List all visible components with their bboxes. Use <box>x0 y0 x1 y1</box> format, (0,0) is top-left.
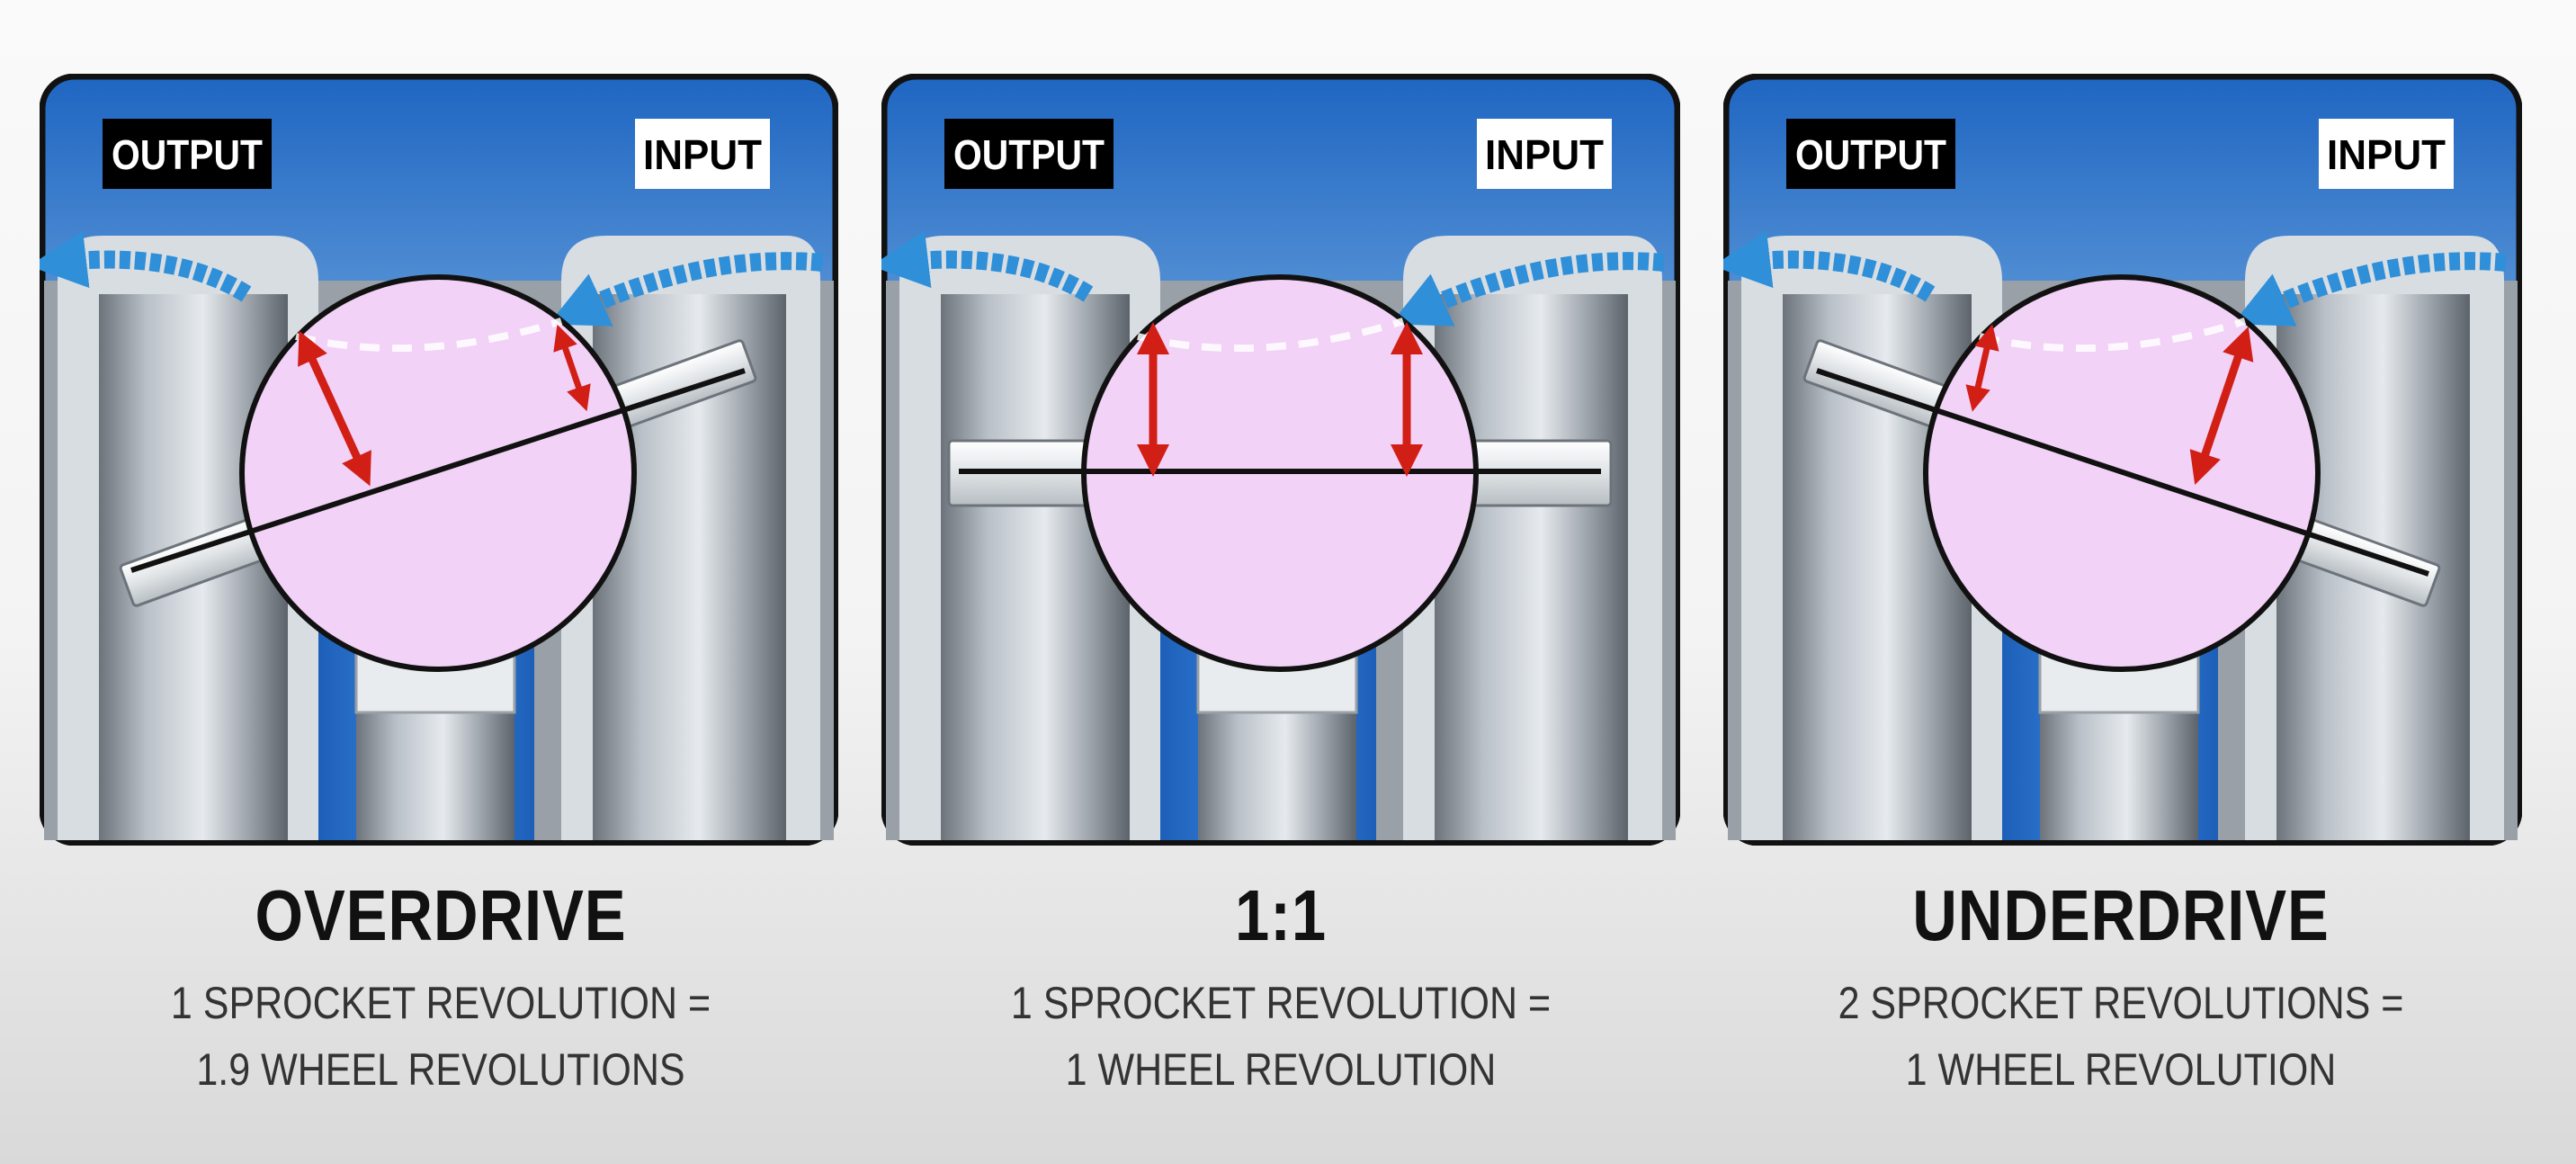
output-label: OUTPUT <box>1795 131 1946 178</box>
output-label-box <box>944 119 1114 189</box>
input-flow-arrow <box>1390 252 1665 327</box>
output-label: OUTPUT <box>112 131 263 178</box>
underdrive-panel: OUTPUT INPUT <box>1723 74 2522 846</box>
input-contact-arrow <box>553 324 591 412</box>
output-label: OUTPUT <box>953 131 1105 178</box>
input-label-box <box>2319 119 2454 189</box>
one-to-one-panel: OUTPUT INPUT <box>881 74 1680 846</box>
input-flow-arrow <box>2232 252 2507 327</box>
one-to-one-caption: 1 SPROCKET REVOLUTION = 1 WHEEL REVOLUTI… <box>917 970 1644 1103</box>
overdrive-caption-line2: 1.9 WHEEL REVOLUTIONS <box>196 1044 685 1095</box>
input-contact-arrow <box>2189 326 2254 486</box>
input-label-box <box>1477 119 1612 189</box>
tilt-axis <box>130 368 746 573</box>
underdrive-title: UNDERDRIVE <box>1912 875 2330 955</box>
underdrive-diagram: OUTPUT INPUT <box>1723 74 2522 846</box>
output-flow-arrow <box>1723 230 1936 302</box>
overdrive-diagram: OUTPUT INPUT <box>40 74 838 846</box>
underdrive-caption-line1: 2 SPROCKET REVOLUTIONS = <box>1838 978 2404 1028</box>
input-label-box <box>635 119 770 189</box>
input-label: INPUT <box>1485 131 1604 178</box>
one-to-one-caption-line1: 1 SPROCKET REVOLUTION = <box>1010 978 1552 1028</box>
output-label-box <box>103 119 272 189</box>
output-cylinder <box>941 294 1130 840</box>
output-flow-arrow <box>881 230 1094 302</box>
underdrive-caption: 2 SPROCKET REVOLUTIONS = 1 WHEEL REVOLUT… <box>1758 970 2484 1103</box>
output-contact-arrow <box>298 330 371 487</box>
input-label: INPUT <box>643 131 762 178</box>
one-to-one-caption-line2: 1 WHEEL REVOLUTION <box>1065 1044 1497 1095</box>
output-flow-arrow <box>40 230 252 302</box>
overdrive-caption-line1: 1 SPROCKET REVOLUTION = <box>170 978 711 1028</box>
input-cylinder <box>1435 294 1628 840</box>
overdrive-title: OVERDRIVE <box>255 875 627 955</box>
overdrive-caption: 1 SPROCKET REVOLUTION = 1.9 WHEEL REVOLU… <box>77 970 804 1103</box>
output-contact-arrow <box>1965 324 1999 412</box>
input-label: INPUT <box>2327 131 2446 178</box>
underdrive-caption-line2: 1 WHEEL REVOLUTION <box>1905 1044 2337 1095</box>
output-label-box <box>1786 119 1955 189</box>
overdrive-panel: OUTPUT INPUT <box>40 74 838 846</box>
input-flow-arrow <box>548 252 823 327</box>
one-to-one-title: 1:1 <box>1234 875 1328 955</box>
tilt-axis <box>1816 368 2429 577</box>
one-to-one-diagram: OUTPUT INPUT <box>881 74 1680 846</box>
